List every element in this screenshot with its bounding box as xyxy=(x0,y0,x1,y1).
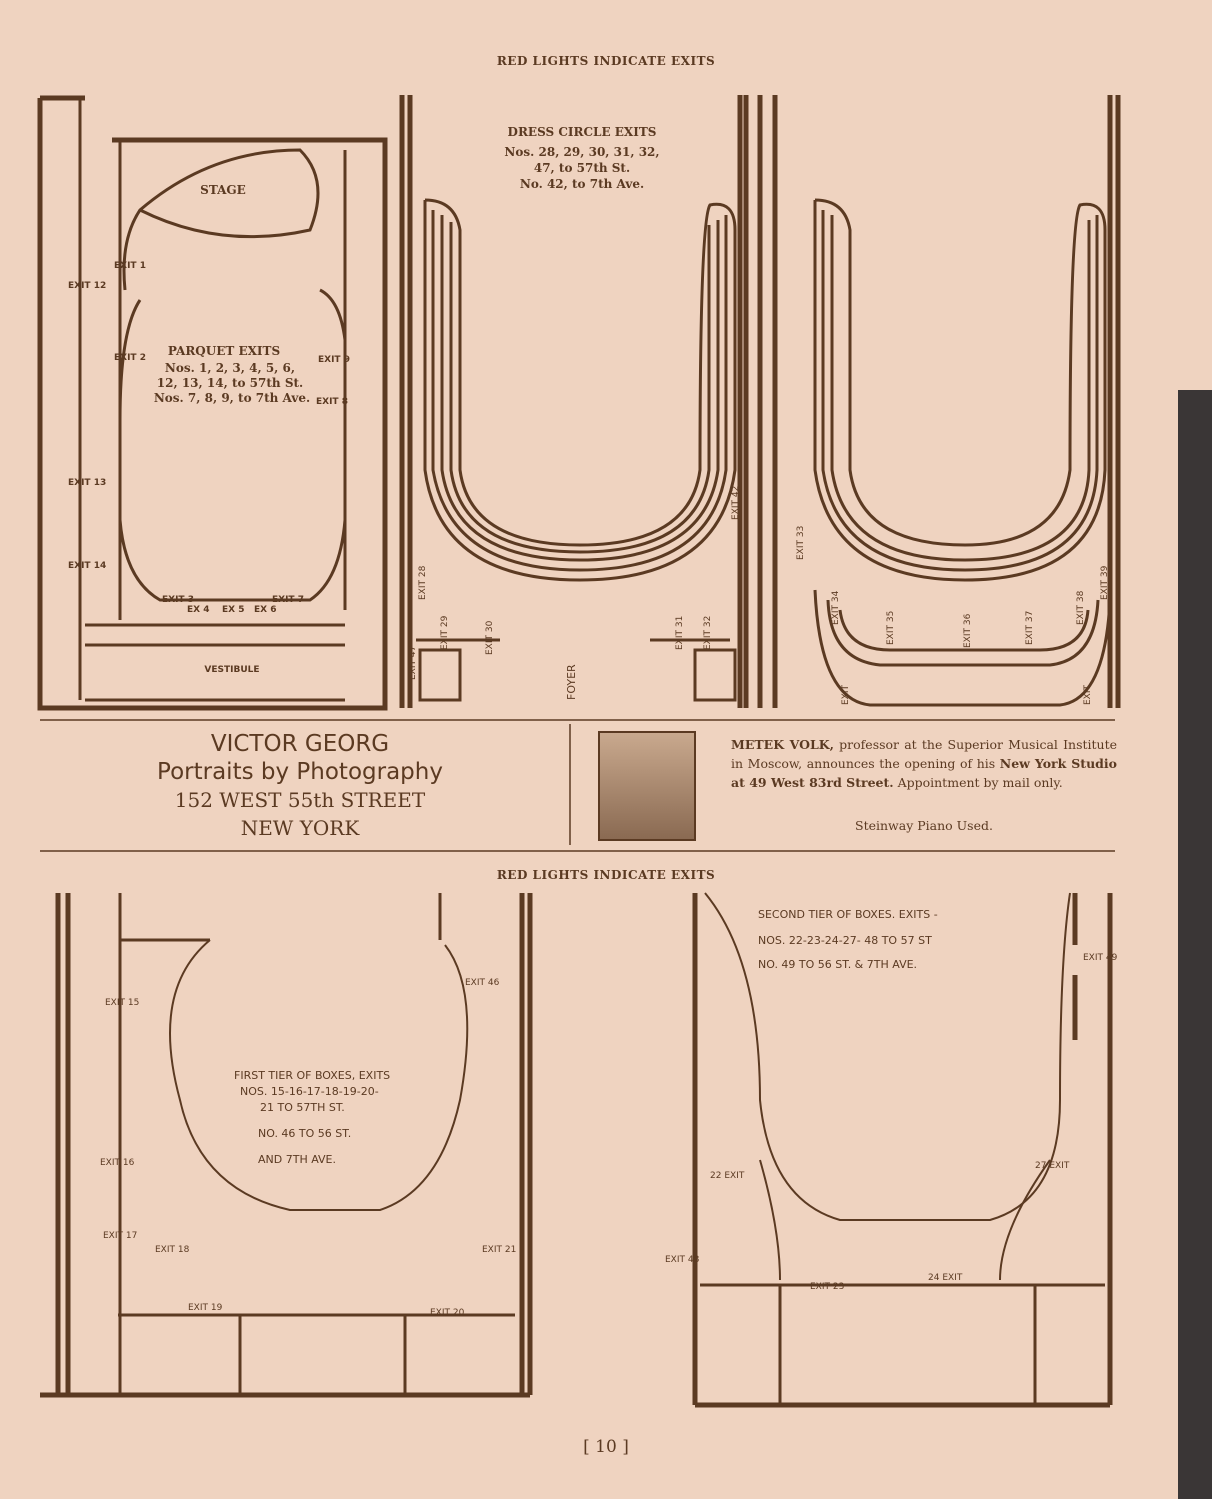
exit-label: EXIT xyxy=(1083,684,1093,705)
dividers xyxy=(40,719,1115,852)
exit-label: EXIT 13 xyxy=(68,478,106,488)
exit-label: EXIT 9 xyxy=(318,355,350,365)
exit-label: EXIT 37 xyxy=(1025,611,1035,645)
exit-label: EXIT 34 xyxy=(831,590,841,625)
first-tier-plan xyxy=(40,893,533,1398)
exit-label: EXIT 21 xyxy=(482,1245,516,1255)
exit-label: EXIT 16 xyxy=(100,1158,135,1168)
victor-name: VICTOR GEORG xyxy=(210,731,390,757)
exit-label: EXIT 38 xyxy=(1076,590,1086,625)
victor-tagline: Portraits by Photography xyxy=(157,759,443,785)
victor-city: NEW YORK xyxy=(240,816,360,840)
exit-label: EXIT 35 xyxy=(886,611,896,645)
dress-circle-line: Nos. 28, 29, 30, 31, 32, xyxy=(504,145,659,159)
dress-circle-title: DRESS CIRCLE EXITS xyxy=(508,125,657,139)
exit-label: EXIT 48 xyxy=(665,1255,700,1265)
victor-georg-ad: VICTOR GEORG Portraits by Photography 15… xyxy=(40,730,560,842)
balcony-plan xyxy=(757,95,1121,708)
header-top: RED LIGHTS INDICATE EXITS xyxy=(496,54,716,68)
exit-label: EXIT 8 xyxy=(316,397,348,407)
first-tier-line: FIRST TIER OF BOXES, EXITS xyxy=(234,1069,390,1082)
exit-label: EXIT 32 xyxy=(703,616,713,650)
second-tier-plan xyxy=(692,892,1113,1408)
steinway-note: Steinway Piano Used. xyxy=(855,818,993,833)
exit-label: EXIT 47 xyxy=(408,646,418,680)
exit-label: EXIT 29 xyxy=(440,615,450,650)
first-tier-line: NOS. 15-16-17-18-19-20- xyxy=(240,1085,379,1098)
first-tier-line: AND 7TH AVE. xyxy=(258,1153,336,1166)
second-tier-line: NO. 49 TO 56 ST. & 7TH AVE. xyxy=(758,958,917,971)
foyer-label: FOYER xyxy=(565,664,578,700)
parquet-line: Nos. 1, 2, 3, 4, 5, 6, xyxy=(165,361,295,375)
volk-text: professor at the Superior Musical Instit… xyxy=(731,737,1117,771)
exit-label: EXIT 49 xyxy=(1083,953,1118,963)
volk-studio: New York Studio at 49 West 83rd Street. xyxy=(731,756,1117,790)
exit-label: 24 EXIT xyxy=(928,1273,963,1283)
parquet-line: Nos. 7, 8, 9, to 7th Ave. xyxy=(154,391,310,405)
victor-address: 152 WEST 55th STREET xyxy=(174,788,426,812)
exit-label: EXIT 23 xyxy=(810,1282,844,1292)
volk-text2: Appointment by mail only. xyxy=(893,775,1063,790)
exit-label: EXIT 33 xyxy=(796,526,806,560)
dress-circle-line: 47, to 57th St. xyxy=(534,161,630,175)
header-bottom: RED LIGHTS INDICATE EXITS xyxy=(496,868,716,882)
exit-label: EXIT 14 xyxy=(68,561,106,571)
portrait-photo xyxy=(598,731,696,841)
dress-circle-plan xyxy=(399,95,749,708)
second-tier-line: SECOND TIER OF BOXES. EXITS - xyxy=(758,908,938,921)
page-paper xyxy=(0,0,1178,1499)
exit-label: EXIT 42 xyxy=(731,486,741,520)
exit-label: EXIT 46 xyxy=(465,978,500,988)
exit-label: EXIT 31 xyxy=(675,616,685,650)
second-tier-line: NOS. 22-23-24-27- 48 TO 57 ST xyxy=(758,934,932,947)
exit-label: EXIT 20 xyxy=(430,1308,465,1318)
exit-label: EXIT 1 xyxy=(114,261,146,271)
exit-label: 22 EXIT xyxy=(710,1171,745,1181)
parquet-line: 12, 13, 14, to 57th St. xyxy=(157,376,303,390)
exit-label: EXIT 15 xyxy=(105,998,139,1008)
exit-label: EXIT xyxy=(841,684,851,705)
exit-label: 27 EXIT xyxy=(1035,1161,1070,1171)
first-tier-line: 21 TO 57TH ST. xyxy=(260,1101,345,1114)
exit-label: EXIT 3 xyxy=(162,595,194,605)
exit-label: EXIT 12 xyxy=(68,281,106,291)
parquet-plan xyxy=(37,95,388,711)
exit-label: EX 4 xyxy=(187,605,209,615)
first-tier-line: NO. 46 TO 56 ST. xyxy=(258,1127,351,1140)
stage-label: STAGE xyxy=(200,183,246,197)
exit-label: EXIT 2 xyxy=(114,353,146,363)
vestibule-label: VESTIBULE xyxy=(204,665,259,675)
exit-label: EX 6 xyxy=(254,605,276,615)
page-number: [ 10 ] xyxy=(583,1437,629,1457)
dress-circle-line: No. 42, to 7th Ave. xyxy=(520,177,644,191)
exit-label: EXIT 36 xyxy=(963,613,973,648)
parquet-exits-title: PARQUET EXITS xyxy=(168,344,280,358)
exit-label: EXIT 30 xyxy=(485,620,495,655)
page-paper-edge xyxy=(1170,0,1212,390)
exit-label: EX 5 xyxy=(222,605,244,615)
exit-label: EXIT 19 xyxy=(188,1303,223,1313)
exit-label: EXIT 39 xyxy=(1100,565,1110,600)
exit-label: EXIT 7 xyxy=(272,595,304,605)
exit-label: EXIT 18 xyxy=(155,1245,190,1255)
volk-name: METEK VOLK, xyxy=(731,737,834,752)
metek-volk-ad: METEK VOLK, professor at the Superior Mu… xyxy=(731,735,1117,792)
exit-label: EXIT 28 xyxy=(418,565,428,600)
exit-label: EXIT 17 xyxy=(103,1231,137,1241)
